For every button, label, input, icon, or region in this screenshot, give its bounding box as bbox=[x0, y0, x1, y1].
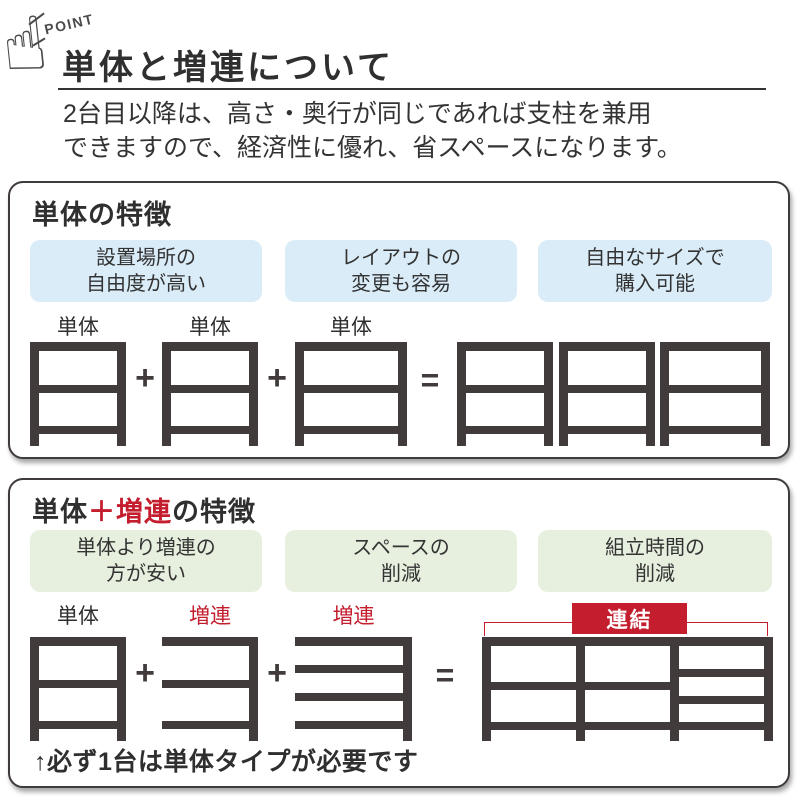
feature-text: スペースの bbox=[352, 536, 450, 559]
page-title: 単体と増連について bbox=[62, 49, 394, 87]
feature-pill: 自由なサイズで 購入可能 bbox=[538, 240, 772, 302]
feature-text: 設置場所の bbox=[96, 246, 196, 269]
heading-part-black: の特徴 bbox=[172, 497, 256, 527]
unit-label-addon: 増連 bbox=[189, 605, 231, 628]
feature-text: 変更も容易 bbox=[351, 273, 451, 295]
feature-pill: レイアウトの 変更も容易 bbox=[285, 240, 517, 302]
feature-pill: 組立時間の 削減 bbox=[538, 530, 772, 592]
unit-label: 単体 bbox=[57, 316, 99, 339]
shelf-unit-standalone bbox=[162, 342, 258, 446]
feature-pill: 単体より増連の 方が安い bbox=[30, 530, 262, 592]
standalone-panel-heading: 単体の特徴 bbox=[32, 200, 172, 230]
plus-operator: + bbox=[135, 654, 155, 692]
unit-label: 単体 bbox=[57, 605, 99, 628]
shelf-unit-addon bbox=[162, 637, 258, 741]
feature-text: 組立時間の bbox=[605, 536, 705, 559]
shelf-unit-standalone bbox=[30, 342, 126, 446]
standalone-panel: 単体の特徴 設置場所の 自由度が高い レイアウトの 変更も容易 自由なサイズで … bbox=[8, 181, 790, 459]
equals-operator: = bbox=[420, 362, 440, 398]
feature-text: 自由度が高い bbox=[86, 273, 206, 295]
description-line-2: できますので、経済性に優れ、省スペースになります。 bbox=[63, 134, 682, 162]
unit-label: 単体 bbox=[189, 316, 231, 339]
feature-text: レイアウトの bbox=[341, 246, 461, 269]
point-label: POINT bbox=[42, 10, 96, 38]
feature-pill: 設置場所の 自由度が高い bbox=[30, 240, 262, 302]
feature-text: 購入可能 bbox=[615, 273, 695, 295]
shelf-unit-addon bbox=[295, 637, 412, 741]
shelf-unit-standalone bbox=[30, 637, 126, 741]
shelf-unit-standalone bbox=[559, 342, 655, 446]
shelf-unit-standalone bbox=[660, 342, 770, 446]
title-underline bbox=[58, 88, 766, 90]
combo-panel-heading: 単体＋増連の特徴 bbox=[32, 490, 256, 529]
feature-text: 削減 bbox=[381, 563, 421, 585]
equals-operator: = bbox=[435, 657, 455, 693]
shelf-unit-standalone bbox=[457, 342, 553, 446]
feature-text: 削減 bbox=[635, 563, 675, 585]
heading-part-black: 単体 bbox=[32, 497, 88, 527]
plus-operator: + bbox=[135, 359, 155, 397]
shelf-unit-connected bbox=[482, 637, 773, 741]
combo-panel: 単体＋増連の特徴 単体より増連の 方が安い スペースの 削減 組立時間の 削減 … bbox=[8, 478, 790, 788]
shelf-unit-standalone bbox=[295, 342, 407, 446]
feature-pill: スペースの 削減 bbox=[285, 530, 517, 592]
unit-label-addon: 増連 bbox=[332, 605, 375, 628]
feature-text: 自由なサイズで bbox=[585, 246, 725, 269]
description-line-1: 2台目以降は、高さ・奥行が同じであれば支柱を兼用 bbox=[63, 100, 652, 128]
footnote: ↑必ず1台は単体タイプが必要です bbox=[34, 748, 419, 776]
intro-description: 2台目以降は、高さ・奥行が同じであれば支柱を兼用 できますので、経済性に優れ、省… bbox=[63, 97, 682, 165]
feature-text: 方が安い bbox=[106, 563, 186, 585]
link-label: 連結 bbox=[572, 603, 687, 634]
feature-text: 単体より増連の bbox=[76, 536, 216, 559]
plus-operator: + bbox=[267, 654, 287, 692]
unit-label: 単体 bbox=[330, 316, 372, 339]
pointing-hand-icon: ☝ bbox=[0, 0, 52, 91]
heading-part-red: ＋増連 bbox=[88, 497, 172, 527]
plus-operator: + bbox=[267, 359, 287, 397]
